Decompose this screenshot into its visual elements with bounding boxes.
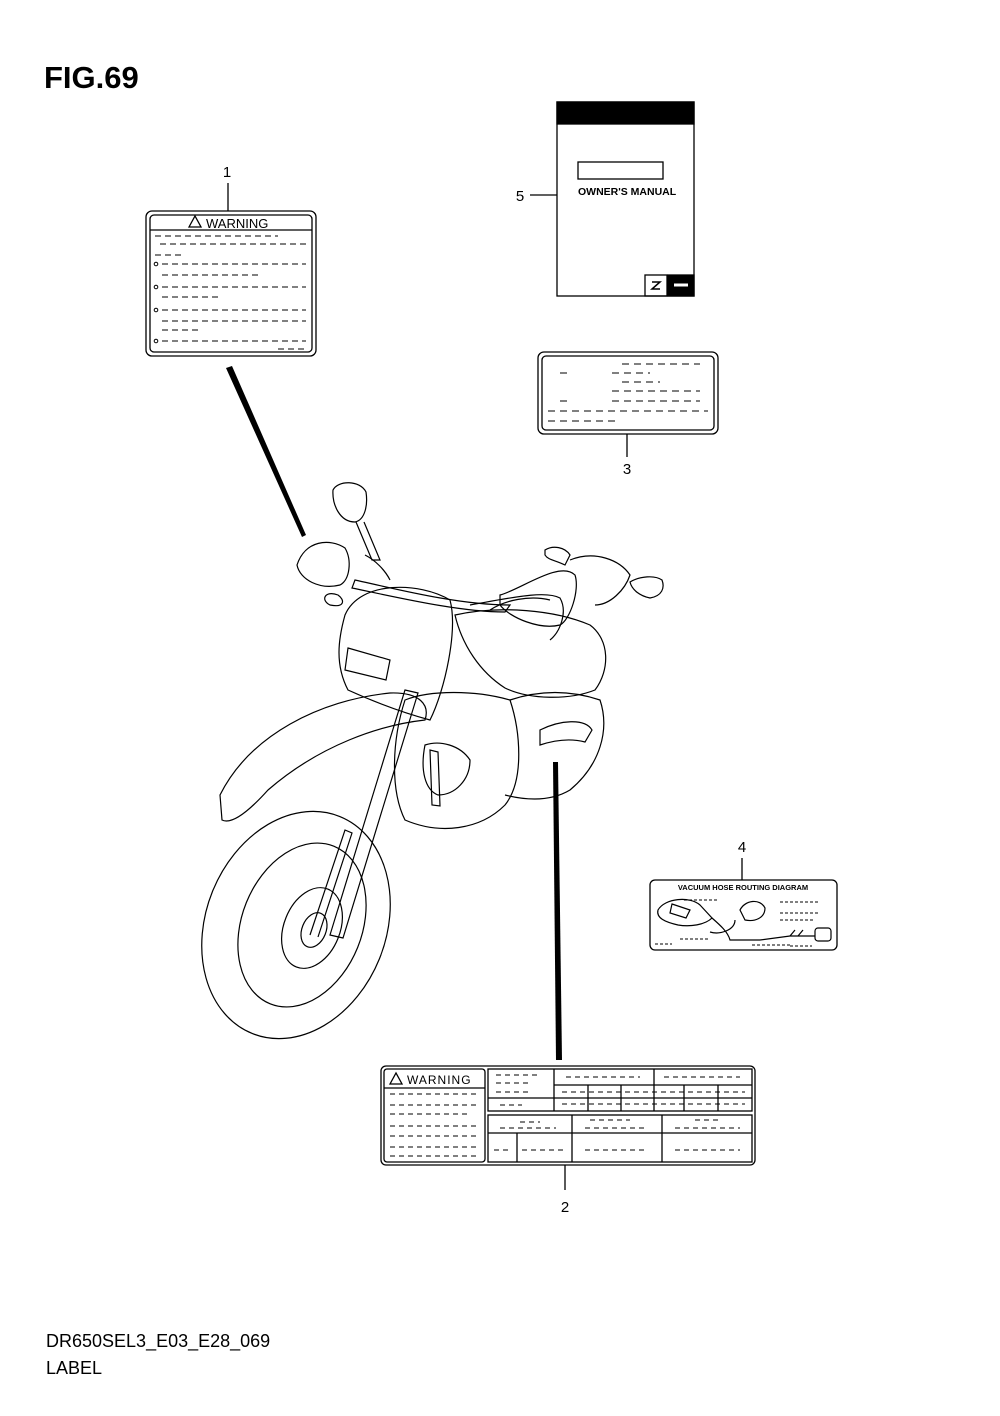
warning-triangle-icon [187,214,203,228]
vacuum-hose-diagram [657,898,832,942]
warning-label-2-title: WARNING [407,1073,472,1087]
suzuki-logo-icon [644,274,668,297]
warning-label-2-lines [390,1093,478,1157]
callout-2-pointer [553,762,562,1060]
warning-label-1[interactable]: WARNING [145,210,317,357]
warning-label-1-lines [155,235,306,350]
vacuum-hose-label-title: VACUUM HOSE ROUTING DIAGRAM [678,883,808,892]
info-label-3-lines [548,363,708,422]
info-label-3[interactable] [537,351,719,435]
motorcycle-illustration [201,482,664,1040]
warning-triangle-icon [388,1071,404,1085]
vacuum-hose-label-lines [655,899,820,947]
callout-3-number[interactable]: 3 [623,461,631,478]
callout-5-number[interactable]: 5 [516,188,524,205]
warning-label-1-bullets [153,261,159,344]
callout-4-number[interactable]: 4 [738,839,746,856]
figure-title: FIG.69 [44,60,139,95]
model-code: DR650SEL3_E03_E28_069 [46,1331,271,1351]
vacuum-hose-label-4[interactable]: VACUUM HOSE ROUTING DIAGRAM [649,879,838,951]
owners-manual[interactable]: OWNER'S MANUAL [556,101,695,297]
callout-2-number[interactable]: 2 [561,1199,569,1216]
section-name: LABEL [46,1358,103,1378]
warning-spec-label-2[interactable]: WARNING [380,1065,756,1166]
owners-manual-title: OWNER'S MANUAL [578,186,677,198]
callout-1-pointer [226,366,306,537]
callout-1-number[interactable]: 1 [223,164,231,181]
warning-label-1-title: WARNING [206,216,268,231]
